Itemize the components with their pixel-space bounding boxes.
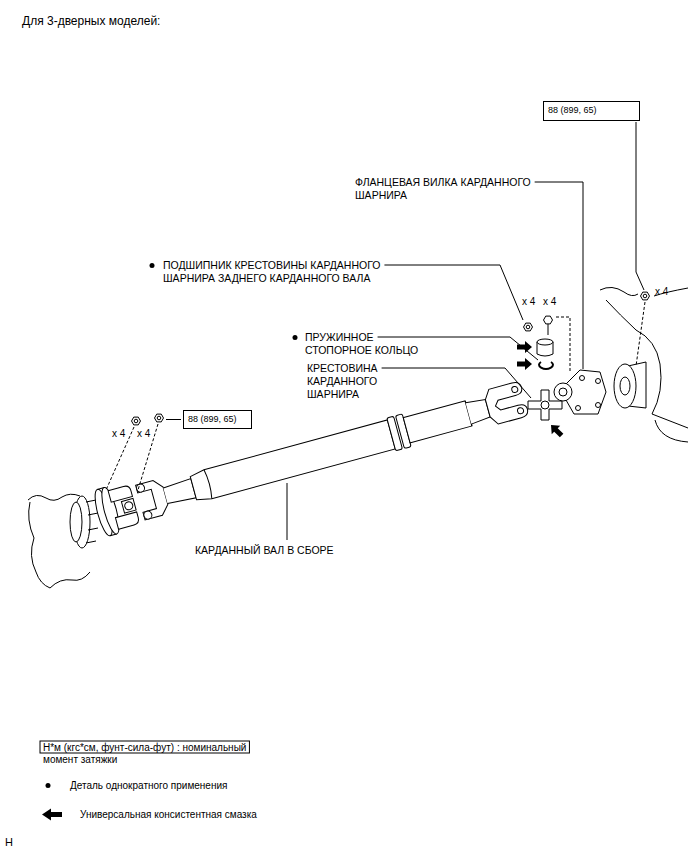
legend-text: Универсальная консистентная смазка [80, 809, 257, 820]
nut-hole [134, 419, 138, 423]
label-box: x 4 [137, 428, 155, 440]
bolt-head [544, 316, 553, 324]
joint-cross [121, 498, 136, 513]
label-box: x 4 [522, 296, 540, 308]
tube-weld [204, 469, 213, 498]
quantity: x 4 [112, 428, 125, 439]
nut-hole [157, 416, 161, 420]
label-box: H [5, 836, 25, 849]
figure-code: H [5, 836, 13, 848]
flange-hole [580, 376, 585, 381]
yoke-hole [517, 407, 524, 414]
title-box: Для 3-дверных моделей: [22, 14, 342, 29]
bearing-cap [143, 510, 153, 520]
part-name: ФЛАНЦЕВАЯ ВИЛКА КАРДАННОГО ШАРНИРА [355, 176, 531, 201]
torque-box: 88 (899, 65) [543, 101, 640, 121]
nut-hole [526, 325, 530, 329]
leader-line [382, 368, 531, 398]
illustration-group [28, 287, 688, 588]
differential-housing [600, 287, 638, 295]
transmission-housing [28, 494, 80, 500]
nut [155, 414, 164, 422]
label-box: x 4 [655, 286, 685, 298]
label-box: ФЛАНЦЕВАЯ ВИЛКА КАРДАННОГО ШАРНИРА [355, 176, 555, 202]
shaft-tube [189, 420, 395, 503]
assembly-dash [106, 427, 134, 490]
yoke-hole [511, 386, 518, 393]
grease-arrow [42, 809, 62, 821]
legend-text: Н*м (кгс*см, фунт-сила-фут) : номинальны… [43, 742, 246, 765]
label-box: КРЕСТОВИНА КАРДАННОГО ШАРНИРА [307, 362, 397, 401]
differential-housing [606, 300, 688, 428]
torque-value: 88 (899, 65) [548, 105, 635, 116]
flange-yoke-ear [554, 383, 572, 401]
nut [132, 417, 141, 425]
label-box: x 4 [112, 428, 130, 440]
part-name: КАРДАННЫЙ ВАЛ В СБОРЕ [195, 544, 334, 556]
snap-ring [539, 362, 553, 369]
shaft-neck [163, 479, 196, 506]
assembly-dash [636, 302, 645, 366]
assembly-dash [138, 424, 158, 490]
label-box: ПРУЖИННОЕ СТОПОРНОЕ КОЛЬЦО [305, 331, 435, 357]
flange-hole [596, 379, 601, 384]
bearing-cap [136, 483, 146, 493]
leader-line [384, 265, 523, 320]
torque-value: 88 (899, 65) [188, 414, 247, 425]
nut-hole [643, 294, 647, 298]
shaft-yoke [136, 478, 171, 520]
quantity: x 4 [522, 296, 535, 307]
nut [524, 323, 533, 331]
nut [641, 292, 650, 300]
part-name: КРЕСТОВИНА КАРДАННОГО ШАРНИРА [307, 362, 378, 400]
leader-line [636, 122, 644, 290]
grease-arrow [517, 358, 532, 370]
shaft-tube [403, 401, 472, 443]
flange-yoke [115, 512, 139, 529]
single-use-dot [150, 263, 155, 268]
legend-text: Деталь однократного применения [70, 780, 227, 791]
quantity: x 4 [655, 286, 668, 297]
quantity: x 4 [137, 428, 150, 439]
legend-entry: Деталь однократного применения [70, 780, 370, 792]
transmission-housing [29, 502, 50, 588]
torque-box: 88 (899, 65) [183, 410, 252, 429]
assembly-dash [556, 317, 570, 372]
legend-entry: Универсальная консистентная смазка [80, 809, 380, 821]
transmission-housing [50, 572, 90, 588]
bearing-cup [537, 339, 553, 345]
companion-flange [614, 364, 636, 408]
label-box: КАРДАННЫЙ ВАЛ В СБОРЕ [195, 544, 415, 557]
transmission-flange [70, 502, 82, 542]
leader-line [287, 483, 288, 540]
single-use-dot [46, 783, 51, 788]
leader-line [166, 419, 181, 420]
part-name: ПОДШИПНИК КРЕСТОВИНЫ КАРДАННОГО ШАРНИРА … [163, 259, 380, 284]
label-box: x 4 [543, 296, 561, 308]
grease-arrow [547, 421, 566, 440]
title: Для 3-дверных моделей: [22, 14, 160, 28]
bolt-shank [548, 324, 549, 335]
label-box: ПОДШИПНИК КРЕСТОВИНЫ КАРДАННОГО ШАРНИРА … [163, 259, 413, 285]
symbols [150, 263, 566, 440]
flange-yoke-ear [559, 388, 567, 396]
joint-cross [124, 501, 134, 511]
part-name: ПРУЖИННОЕ СТОПОРНОЕ КОЛЬЦО [305, 331, 418, 356]
grease-arrow [517, 341, 532, 353]
differential-housing [655, 420, 688, 442]
companion-flange [620, 377, 630, 395]
legend-entry: Н*м (кгс*см, фунт-сила-фут) : номинальны… [43, 742, 283, 766]
single-use-dot [293, 335, 298, 340]
leader-line [535, 182, 583, 369]
joint-cross-center [541, 401, 549, 409]
flange-hole [596, 403, 601, 408]
flange-hole [576, 406, 581, 411]
quantity: x 4 [543, 296, 556, 307]
